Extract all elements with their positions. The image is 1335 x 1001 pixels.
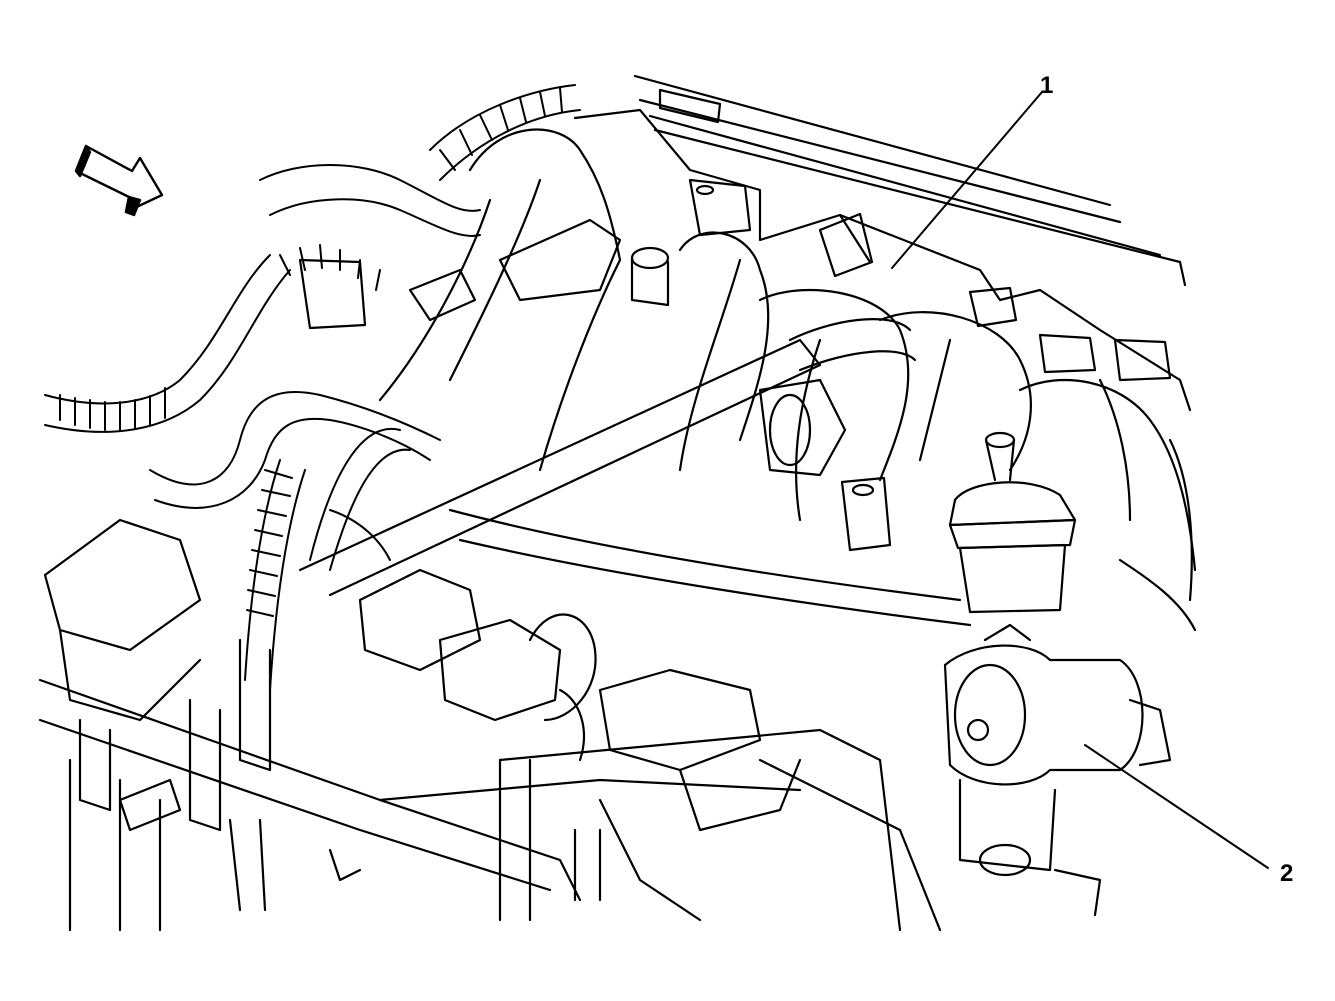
callout-1-label: 1 bbox=[1040, 72, 1054, 99]
leader-lines bbox=[892, 92, 1268, 868]
callout-2-label: 2 bbox=[1280, 860, 1294, 887]
wiring-harness bbox=[45, 85, 580, 690]
hoses bbox=[120, 760, 600, 920]
fuel-rail-pipe bbox=[300, 319, 970, 625]
ignition-coils bbox=[45, 520, 800, 830]
manifold-bosses bbox=[300, 180, 1170, 550]
valve-cover bbox=[40, 680, 940, 930]
oil-fill-cap bbox=[950, 433, 1075, 612]
leader-line-2 bbox=[1085, 745, 1268, 868]
leader-line-1 bbox=[892, 92, 1042, 268]
direction-arrow-icon bbox=[76, 146, 162, 215]
cowl-panel bbox=[635, 76, 1185, 285]
sensor-connectors bbox=[410, 220, 845, 760]
intake-manifold bbox=[380, 110, 1195, 630]
idle-air-control-valve bbox=[945, 625, 1170, 915]
